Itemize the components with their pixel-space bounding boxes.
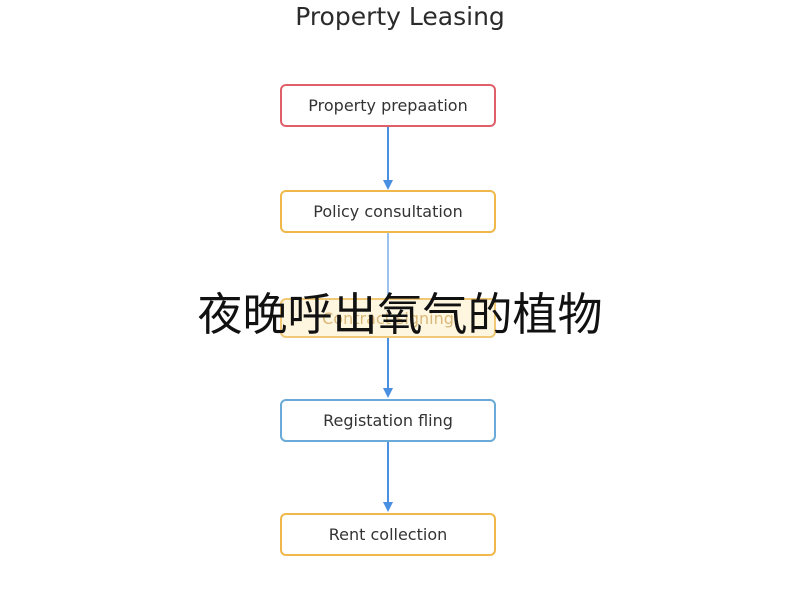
node-property-preparation: Property prepaation <box>280 84 496 127</box>
node-registration-filing: Registation fling <box>280 399 496 442</box>
node-policy-consultation: Policy consultation <box>280 190 496 233</box>
overlay-caption: 夜晚呼出氧气的植物 <box>197 288 603 341</box>
node-contract-signing: Contract signing <box>280 298 496 338</box>
diagram-title: Property Leasing <box>295 2 505 31</box>
node-rent-collection: Rent collection <box>280 513 496 556</box>
